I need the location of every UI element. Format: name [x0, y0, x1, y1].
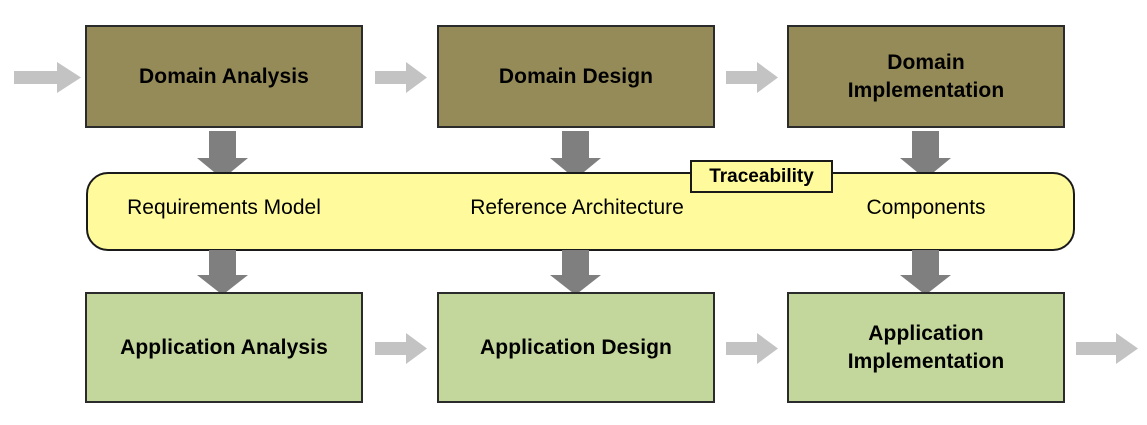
domain-implementation-label: Domain Implementation [847, 51, 1005, 102]
arrow-right-icon-application-exit [1076, 333, 1138, 364]
application-analysis-label: Application Analysis [120, 335, 328, 359]
arrow-down-icon-components-to-application-implementation [900, 250, 951, 295]
application-implementation-box[interactable]: Application Implementation [787, 292, 1065, 403]
domain-design-label: Domain Design [498, 64, 654, 88]
traceability-badge[interactable]: Traceability [690, 160, 833, 193]
arrow-down-icon-domain-implementation-to-components [900, 131, 951, 179]
arrow-down-icon-domain-analysis-to-requirements [197, 131, 248, 179]
traceability-label: Traceability [709, 165, 814, 187]
domain-implementation-box[interactable]: Domain Implementation [787, 25, 1065, 128]
arrow-right-icon-application-2-3 [726, 333, 778, 364]
application-implementation-label: Application Implementation [847, 322, 1005, 373]
arrow-right-icon-domain-1-2 [375, 62, 427, 93]
artifact-label-components: Components [866, 196, 986, 219]
artifact-label-requirements-model: Requirements Model [127, 196, 321, 219]
domain-analysis-label: Domain Analysis [139, 64, 309, 88]
application-design-box[interactable]: Application Design [437, 292, 715, 403]
arrow-right-icon-domain-2-3 [726, 62, 778, 93]
arrow-right-icon-application-1-2 [375, 333, 427, 364]
arrow-down-icon-architecture-to-application-design [550, 250, 601, 295]
application-analysis-box[interactable]: Application Analysis [85, 292, 363, 403]
domain-design-box[interactable]: Domain Design [437, 25, 715, 128]
arrow-down-icon-requirements-to-application-analysis [197, 250, 248, 295]
domain-analysis-box[interactable]: Domain Analysis [85, 25, 363, 128]
arrow-right-icon-domain-entry [14, 62, 81, 93]
arrow-down-icon-domain-design-to-architecture [550, 131, 601, 179]
artifact-label-reference-architecture: Reference Architecture [470, 196, 684, 219]
application-design-label: Application Design [480, 335, 672, 359]
